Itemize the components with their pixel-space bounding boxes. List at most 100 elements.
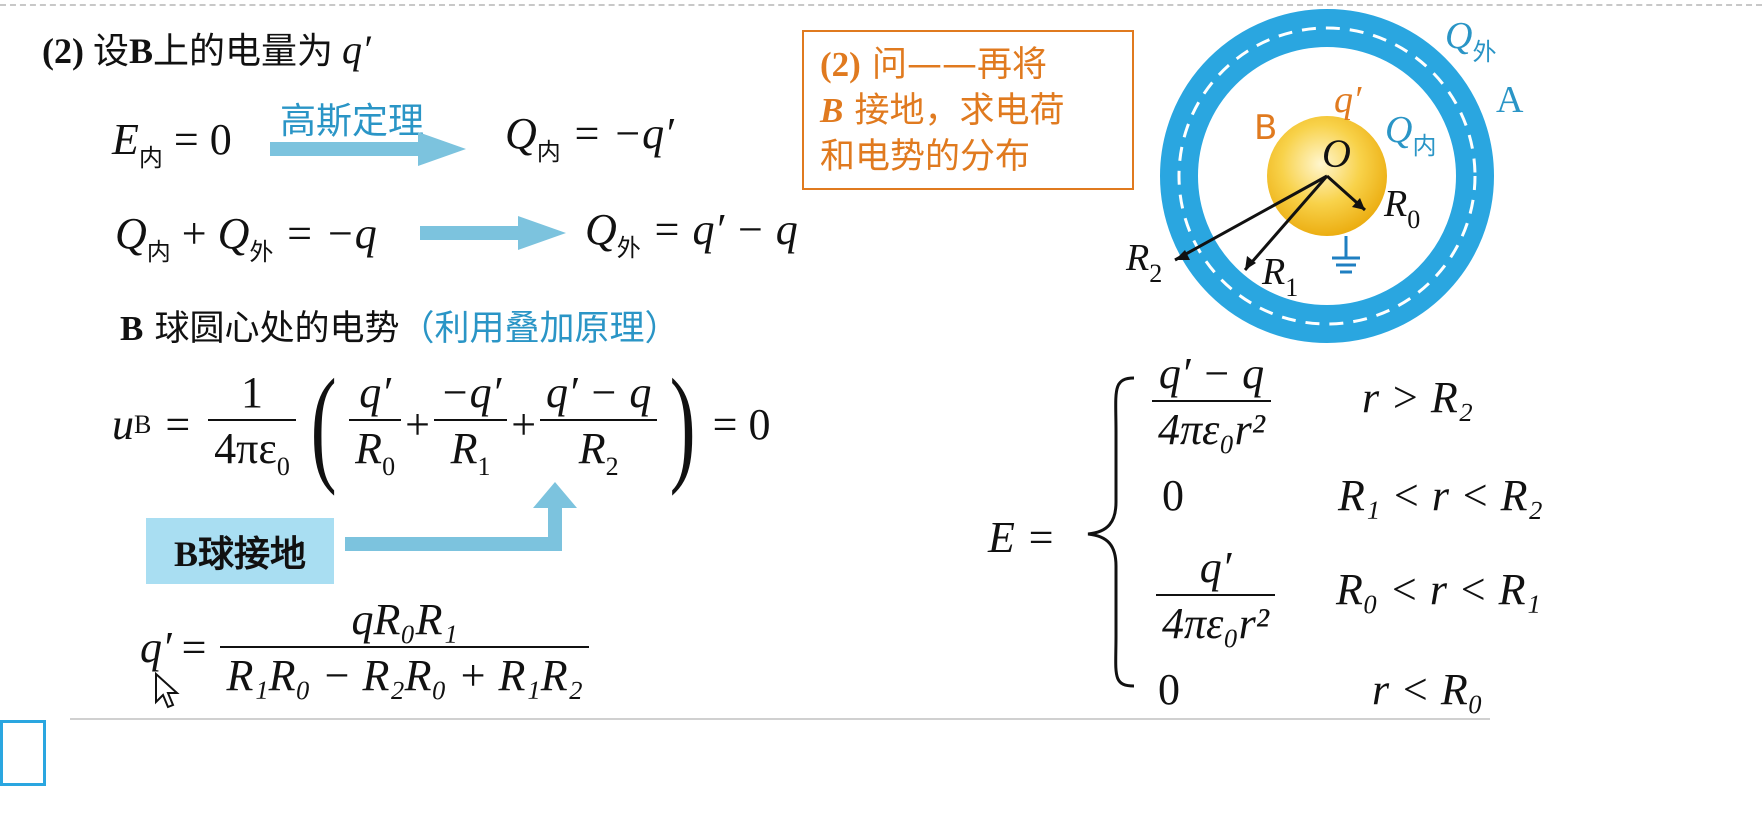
- qprime-lhs: q′: [140, 623, 172, 672]
- arrow-icon: [270, 132, 466, 166]
- top-dashed-border: [0, 4, 1762, 6]
- mouse-cursor-icon: [155, 672, 180, 709]
- eq-q-outer: Q外 = q′ − q: [585, 205, 798, 262]
- qprime-equation: q′ = qR₀R₁ R₁R₀ − R₂R₀ + R₁R₂: [140, 598, 593, 698]
- q1-symbol: Q: [115, 209, 147, 258]
- q-outer-rest: = q′ − q: [651, 205, 798, 254]
- question-line2-text: 接地，求电荷: [843, 91, 1065, 131]
- ground-label-box: B球接地: [146, 518, 334, 584]
- term1-den: R: [355, 423, 383, 473]
- field-case-2-expr: 0: [1162, 471, 1184, 520]
- sphere-shell-diagram: [1160, 9, 1494, 343]
- term2-den-sub: 1: [477, 451, 491, 481]
- term3-fraction: q′ − q R2: [540, 367, 658, 481]
- field-case-3-expr: q′4πε₀r²: [1152, 546, 1279, 646]
- right-paren: ): [670, 353, 697, 497]
- potential-heading-text: 球圆心处的电势: [143, 309, 400, 349]
- bottom-rule: [70, 718, 1490, 720]
- q-outer-subscript: 外: [616, 234, 641, 262]
- step-heading: (2) 设B上的电量为 q′: [42, 22, 371, 74]
- r1-label: R1: [1262, 251, 1299, 302]
- result: = 0: [712, 400, 771, 449]
- u-subscript: B: [134, 410, 152, 439]
- question-box: (2) 问——再将 B 接地，求电荷 和电势的分布: [802, 30, 1134, 190]
- e-subscript: 内: [138, 144, 163, 172]
- term1-num: q′: [359, 367, 391, 417]
- term1-den-sub: 0: [382, 451, 396, 481]
- q-inner-label: Q内: [1385, 109, 1437, 160]
- potential-heading: B 球圆心处的电势（利用叠加原理）: [120, 300, 680, 351]
- eq-charge-sum: Q内 + Q外 = −q: [115, 209, 377, 266]
- qprime-den: R₁R₀ − R₂R₀ + R₁R₂: [226, 651, 583, 700]
- q-inner-subscript: 内: [536, 138, 561, 166]
- term3-num: q′ − q: [546, 367, 652, 417]
- e-rest: = 0: [173, 115, 232, 164]
- q-inner-rest: = −q′: [571, 109, 674, 158]
- question-step: (2): [820, 45, 861, 84]
- term2-den: R: [450, 423, 478, 473]
- shell-dashed-line: [1177, 26, 1477, 326]
- question-line-3: 和电势的分布: [820, 137, 1031, 177]
- shell-a-label: A: [1496, 79, 1524, 121]
- term2-fraction: −q′ R1: [433, 367, 508, 481]
- q1-subscript: 内: [146, 238, 171, 266]
- equals-sign: =: [181, 623, 207, 672]
- potential-heading-note: （利用叠加原理）: [399, 309, 680, 349]
- q-outer-label: Q外: [1445, 15, 1497, 66]
- qprime-num: qR₀R₁: [351, 595, 458, 644]
- q2-subscript: 外: [249, 238, 274, 266]
- question-b: B: [820, 91, 844, 130]
- step-number: (2): [42, 31, 84, 71]
- potential-heading-b: B: [120, 309, 144, 348]
- radius-r2: [1174, 174, 1328, 262]
- arrow-icon: [420, 216, 566, 250]
- q2-symbol: Q: [217, 209, 250, 258]
- eq-e-inner: E内 = 0: [112, 115, 232, 172]
- r2-label: R2: [1126, 237, 1163, 288]
- field-lhs: E =: [988, 513, 1056, 562]
- eq-q-inner: Q内 = −q′: [505, 109, 674, 166]
- step-title-b: B: [129, 31, 154, 71]
- sphere-b-label: B: [1254, 108, 1278, 148]
- question-line1-text: 问——再将: [860, 45, 1047, 85]
- step-title-prefix: 设: [92, 31, 129, 72]
- field-case-2-cond: R₁ < r < R₂: [1338, 471, 1543, 520]
- q-inner-symbol: Q: [505, 109, 537, 158]
- qprime-fraction: qR₀R₁ R₁R₀ − R₂R₀ + R₁R₂: [220, 595, 589, 700]
- field-case-1-cond: r > R₂: [1362, 373, 1473, 422]
- u-symbol: u: [112, 400, 134, 449]
- step-title-suffix: 上的电量为: [153, 31, 334, 72]
- coef-fraction: 1 4πε0: [208, 367, 296, 481]
- term2-num: −q′: [439, 367, 502, 417]
- q-prime-label: q′: [1334, 79, 1362, 121]
- question-line-2: B 接地，求电荷: [820, 88, 1116, 134]
- r0-label: R0: [1384, 183, 1421, 234]
- question-line-1: (2) 问——再将: [820, 42, 1116, 88]
- corner-box-icon: [0, 720, 46, 786]
- ground-icon: [1332, 236, 1360, 274]
- term3-den-sub: 2: [605, 451, 619, 481]
- sum-rest: = −q: [284, 209, 377, 258]
- q-outer-symbol: Q: [585, 205, 617, 254]
- ground-label: B球接地: [173, 534, 306, 574]
- term3-den: R: [578, 423, 606, 473]
- curly-brace: [1087, 376, 1135, 688]
- coef-den-sub: 0: [276, 451, 290, 481]
- plus-sign: +: [511, 400, 537, 449]
- left-paren: (: [310, 353, 337, 497]
- elbow-arrow-icon: [345, 482, 577, 551]
- step-title-var: q′: [342, 27, 371, 72]
- radius-r1: [1243, 175, 1329, 271]
- gauss-law-label: 高斯定理: [280, 101, 425, 142]
- coef-den: 4πε: [214, 423, 277, 473]
- plus-sign: +: [181, 209, 207, 258]
- field-case-4-expr: 0: [1158, 665, 1180, 714]
- field-case-3-cond: R₀ < r < R₁: [1336, 565, 1541, 614]
- field-case-4-cond: r < R₀: [1372, 665, 1483, 714]
- coef-num: 1: [241, 367, 264, 417]
- equals-sign: =: [165, 400, 191, 449]
- term1-fraction: q′ R0: [349, 367, 402, 481]
- center-o-label: O: [1322, 131, 1351, 176]
